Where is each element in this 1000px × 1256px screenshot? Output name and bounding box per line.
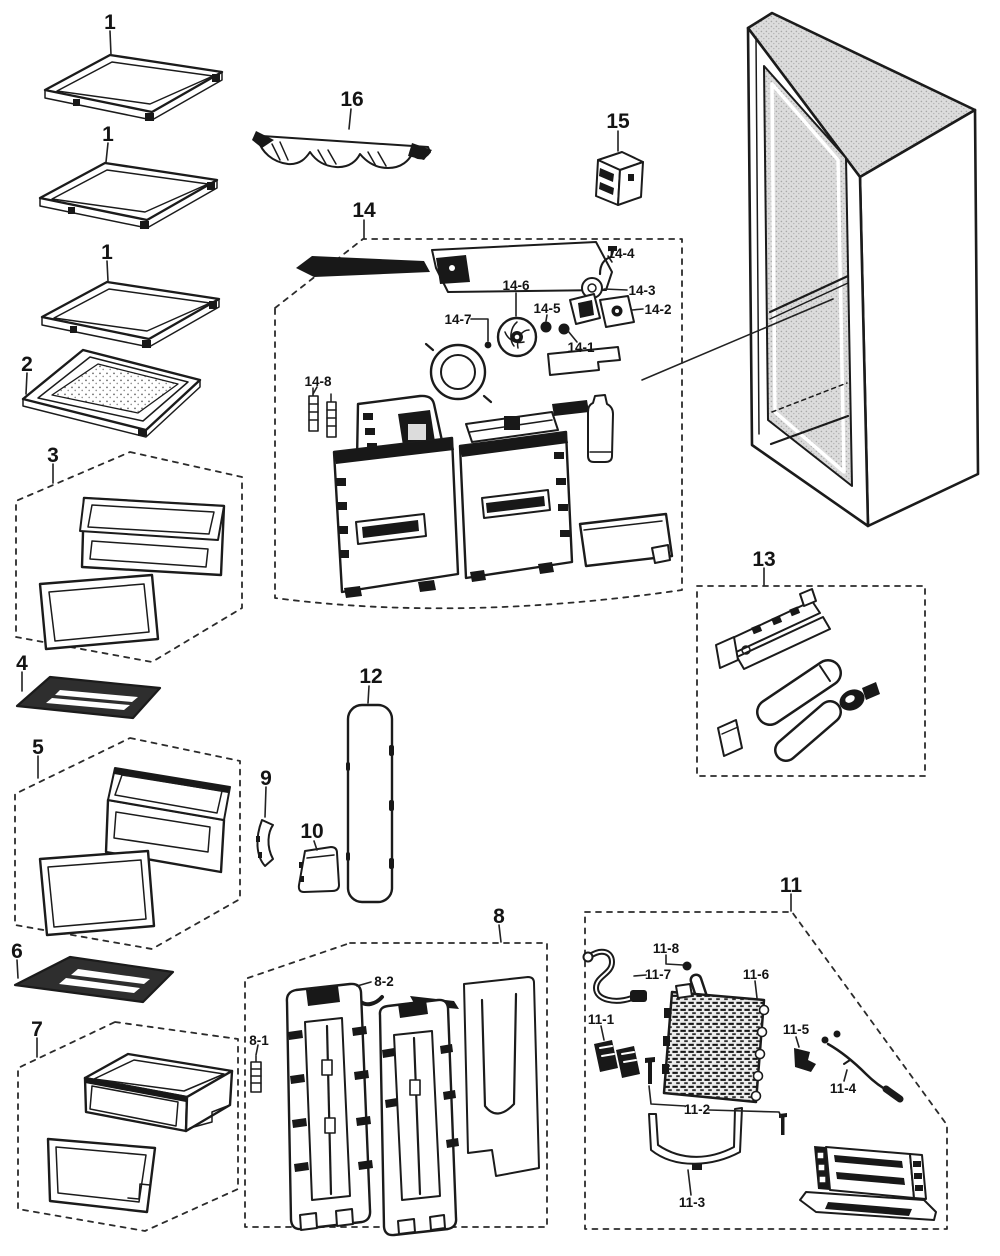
label-14-5: 14-5 [533,301,561,316]
part-sensor-box-15 [595,151,644,206]
part-motor-14-2 [569,293,635,328]
part-grill-tray-4 [15,675,162,720]
label-14-7: 14-7 [444,312,471,327]
label-11-3: 11-3 [679,1195,706,1210]
part-screw-8-1 [250,1055,262,1093]
label-11-8: 11-8 [653,941,680,956]
part-duct-left-8 [285,982,373,1231]
label-11-7: 11-7 [645,967,671,982]
label-14-4: 14-4 [607,246,635,261]
cabinet-leader-line [641,298,834,381]
part-filter-cartridge-b-13 [774,700,842,762]
part-bolt-11-8 [682,961,692,971]
label-8: 8 [493,905,505,928]
label-1c: 1 [101,241,113,264]
label-14-2: 14-2 [644,302,671,317]
label-11-6: 11-6 [743,967,770,982]
label-7: 7 [31,1018,43,1041]
label-2: 2 [21,353,33,376]
part-shelf-1a [43,53,224,123]
part-drawer-front-3 [38,573,160,651]
label-14-6: 14-6 [502,278,530,293]
part-grill-tray-6 [13,955,175,1004]
part-fuse-wire-11-4 [821,1030,904,1103]
part-screws-14-8 [308,387,337,438]
label-9: 9 [260,767,272,790]
group-5-boundary [14,737,241,950]
label-1a: 1 [104,11,116,34]
part-evaporator-11-6 [662,983,770,1104]
group-3-boundary [15,451,243,663]
label-16: 16 [340,88,363,111]
label-8-2: 8-2 [374,974,394,989]
label-14-8: 14-8 [304,374,332,389]
part-deli-front-7 [46,1137,157,1214]
part-duct-middle-8 [378,998,459,1237]
part-sensors-11-1 [594,1040,640,1078]
label-10: 10 [300,820,323,843]
part-fan-blade-14-6 [496,316,538,358]
part-ice-bucket-right-14 [458,411,574,582]
group-14-boundary [274,238,683,610]
label-5: 5 [32,736,44,759]
part-trim-9 [256,819,274,867]
part-filter-cap-13 [717,682,880,757]
label-3: 3 [47,444,59,467]
part-tube-14-4 [598,246,617,276]
part-shelf-1c [40,280,221,350]
part-drain-tray-11-3 [648,1107,743,1170]
part-ice-room-door-14 [578,512,674,568]
leader-lines [16,30,848,1196]
part-drawer-front-5 [38,849,156,937]
part-labels: 1 1 1 2 3 4 5 6 7 8 9 10 11 12 13 14 15 … [11,11,856,1210]
label-15: 15 [606,110,630,133]
part-cap-10 [297,846,340,893]
group-11-boundary [584,911,948,1230]
part-deli-drawer-7 [83,1052,234,1133]
label-11-2: 11-2 [684,1102,710,1117]
part-drawer-3 [79,496,226,577]
label-11-4: 11-4 [830,1081,857,1096]
label-13: 13 [752,548,775,571]
part-filter-cartridge-a-13 [756,659,842,726]
part-shelf-1b [38,161,219,231]
label-14: 14 [352,199,376,222]
part-ice-chute-14 [296,241,613,293]
refrigerator-cabinet [641,11,980,528]
part-filter-housing-13 [715,588,831,670]
part-fan-housing-14-7 [424,341,493,404]
label-11-1: 11-1 [588,1012,615,1027]
part-grille-cover-11 [799,1146,937,1221]
label-1b: 1 [102,123,114,146]
part-duct-cover-8 [463,976,540,1177]
part-grommets-14-5 [540,321,570,335]
part-bracket-11-5 [794,1048,816,1072]
label-14-3: 14-3 [628,283,656,298]
part-spill-shelf-2 [21,348,202,438]
part-plate-14 [547,346,621,463]
part-cover-12 [346,703,394,904]
label-6: 6 [11,940,23,963]
label-4: 4 [16,652,28,675]
part-wine-rack-16 [252,131,432,169]
label-8-1: 8-1 [249,1033,269,1048]
label-11: 11 [780,874,803,897]
label-12: 12 [359,665,382,688]
group-13-boundary [696,585,926,777]
part-harness-11-7 [582,948,647,1004]
part-ice-bucket-left-14 [332,394,460,598]
label-14-1: 14-1 [567,340,595,355]
group-7-boundary [17,1021,239,1232]
label-11-5: 11-5 [783,1022,810,1037]
